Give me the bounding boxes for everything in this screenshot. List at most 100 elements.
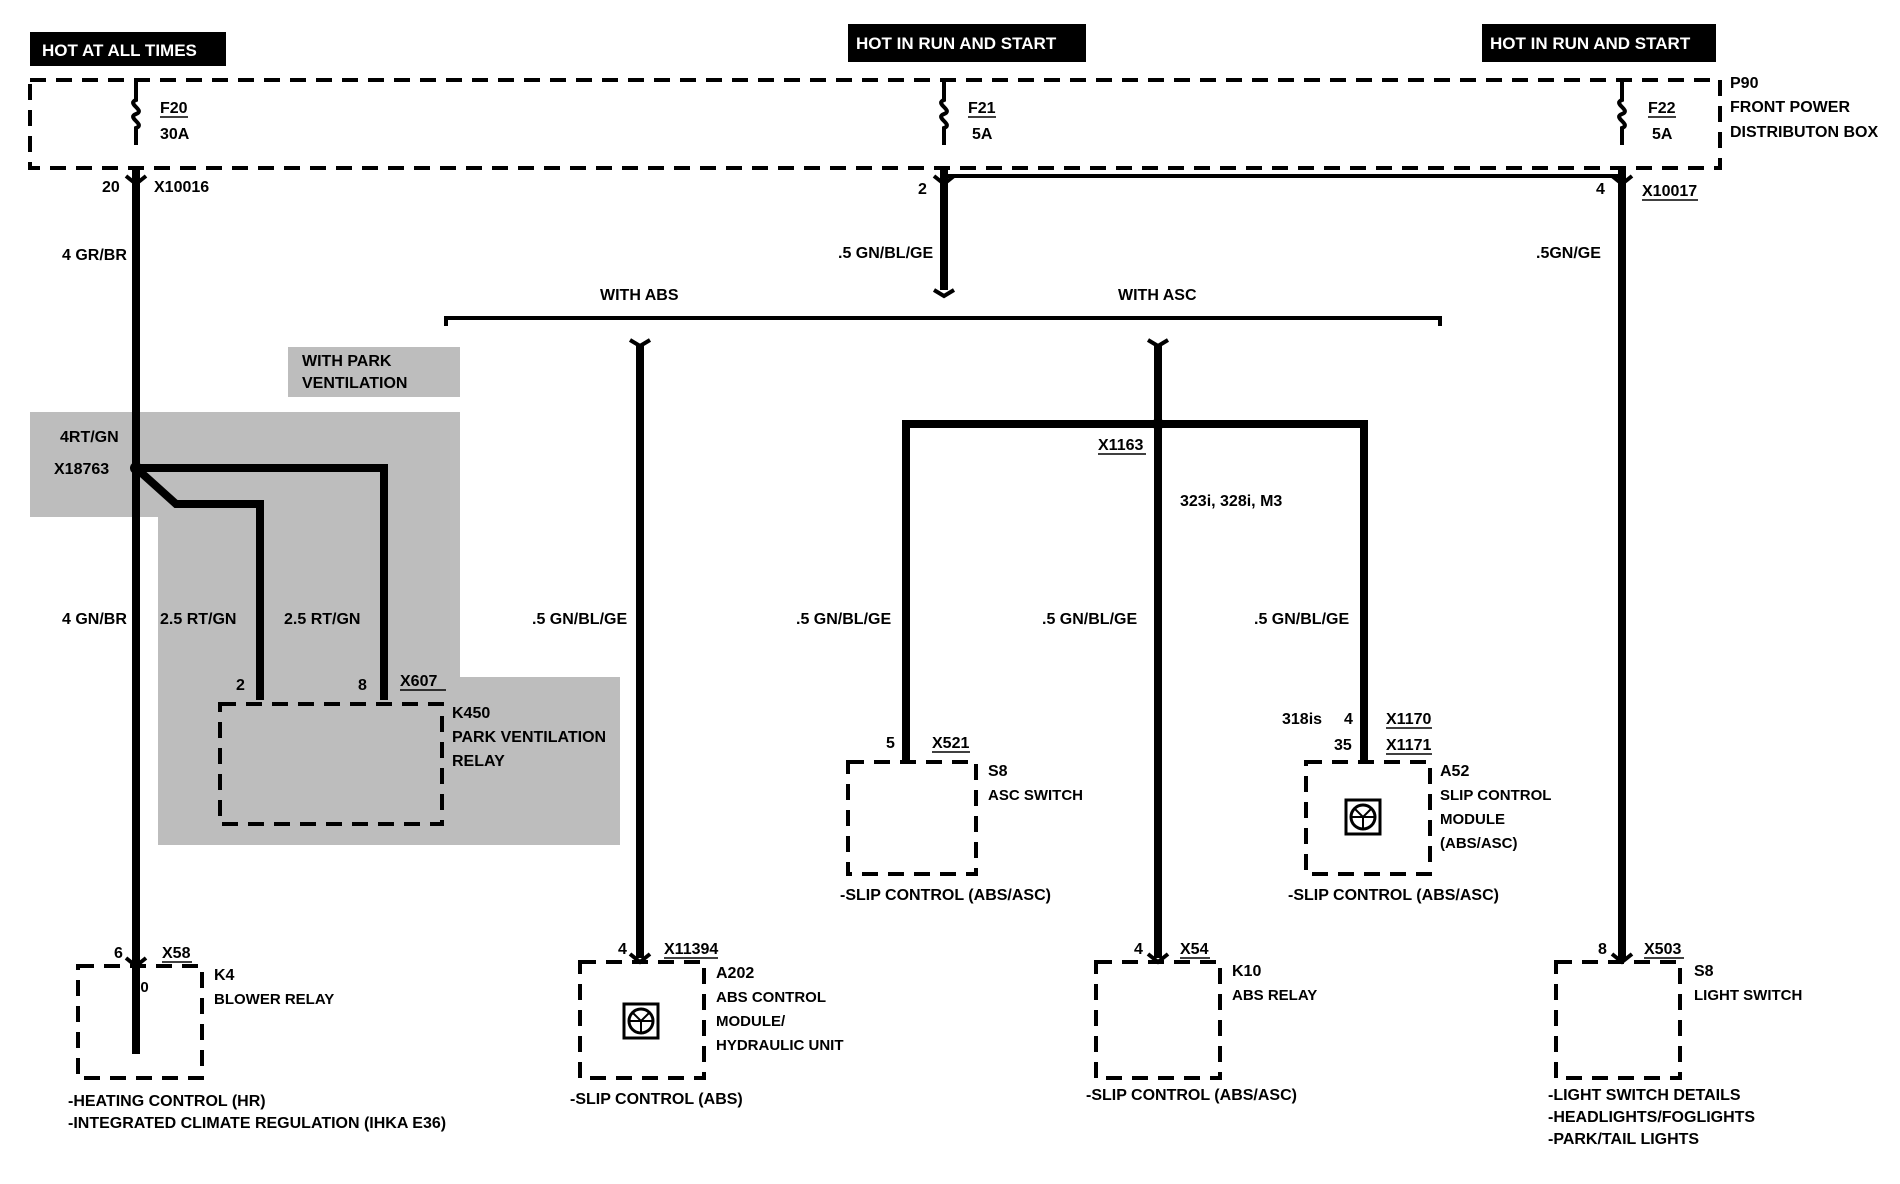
wire-label-abs: .5 GN/BL/GE — [532, 611, 627, 628]
fuse-f21-symbol — [939, 80, 949, 145]
hot-at-all-times-box — [30, 32, 226, 66]
fuse-f20-symbol — [131, 80, 141, 145]
s8-asc-id: S8 — [988, 763, 1008, 780]
wire-label-s8: .5 GN/BL/GE — [796, 611, 891, 628]
connector-chevron-f22 — [1610, 174, 1634, 187]
a52-line1: SLIP CONTROL — [1440, 787, 1551, 804]
light-switch-reference-3: -PARK/TAIL LIGHTS — [1548, 1131, 1699, 1148]
a202-module-box — [578, 960, 706, 1080]
wire-asc-to-a52 — [1158, 420, 1368, 760]
wire-label-f22: .5GN/GE — [1536, 245, 1601, 262]
f20-pin: 20 — [102, 179, 120, 196]
wire-label-2-5-rt-gn-a: 2.5 RT/GN — [160, 611, 236, 628]
a202-line1: ABS CONTROL — [716, 989, 826, 1006]
a52-line3: (ABS/ASC) — [1440, 835, 1518, 852]
a52-module-box — [1304, 760, 1432, 876]
fuse-f21-name: F21 — [968, 100, 996, 117]
f20-connector: X10016 — [154, 179, 209, 196]
s8-asc-line1: ASC SWITCH — [988, 787, 1083, 804]
wire-label-4rt-gn: 4RT/GN — [60, 429, 119, 446]
power-distribution-box — [28, 78, 1722, 170]
k10-line1: ABS RELAY — [1232, 987, 1317, 1004]
a202-line3: HYDRAULIC UNIT — [716, 1037, 844, 1054]
hot-run-start-label-2: HOT IN RUN AND START — [1490, 34, 1691, 53]
a52-pin-main: 35 — [1334, 737, 1352, 754]
f22-connector: X10017 — [1642, 183, 1697, 200]
a202-reference: -SLIP CONTROL (ABS) — [570, 1091, 743, 1108]
wire-label-2-5-rt-gn-b: 2.5 RT/GN — [284, 611, 360, 628]
k450-line2: RELAY — [452, 753, 505, 770]
a202-line2: MODULE/ — [716, 1013, 786, 1030]
a52-reference: -SLIP CONTROL (ABS/ASC) — [1288, 887, 1499, 904]
a52-id: A52 — [1440, 763, 1469, 780]
fuse-f22-rating: 5A — [1652, 126, 1673, 143]
option-bracket-tip — [932, 288, 956, 299]
asc-branch-tip — [1146, 338, 1170, 349]
s8-asc-switch-box — [846, 760, 978, 876]
s8-asc-reference: -SLIP CONTROL (ABS/ASC) — [840, 887, 1051, 904]
k450-relay-box — [218, 702, 444, 826]
wire-label-4-gr-br: 4 GR/BR — [62, 247, 127, 264]
wire-label-4-gn-br: 4 GN/BR — [62, 611, 127, 628]
f21-pin: 2 — [918, 181, 927, 198]
fuse-f21-rating: 5A — [972, 126, 993, 143]
a202-connector: X11394 — [664, 941, 718, 958]
park-vent-label-2: VENTILATION — [302, 375, 407, 392]
a202-id: A202 — [716, 965, 754, 982]
light-switch-id: S8 — [1694, 963, 1714, 980]
light-switch-pin: 8 — [1598, 941, 1607, 958]
k4-id: K4 — [214, 967, 235, 984]
power-box-line2: DISTRIBUTON BOX — [1730, 124, 1878, 141]
with-asc-label: WITH ASC — [1118, 287, 1197, 304]
s8-asc-connector: X521 — [932, 735, 969, 752]
models-label: 323i, 328i, M3 — [1180, 493, 1282, 510]
internal-bus-f21-f22 — [942, 174, 1622, 178]
f22-pin: 4 — [1596, 181, 1605, 198]
k4-reference-1: -HEATING CONTROL (HR) — [68, 1093, 266, 1110]
light-switch-box — [1554, 960, 1682, 1080]
k10-relay-box — [1094, 960, 1222, 1080]
k4-relay-box — [76, 964, 204, 1080]
k450-line1: PARK VENTILATION — [452, 729, 606, 746]
power-box-id: P90 — [1730, 75, 1759, 92]
park-ventilation-shade-lower — [158, 517, 460, 677]
k450-connector: X607 — [400, 673, 437, 690]
k450-pin-2: 2 — [236, 677, 245, 694]
connector-chevron-f20 — [124, 174, 148, 187]
wire-asc-to-s8 — [902, 420, 1158, 760]
s8-asc-pin: 5 — [886, 735, 895, 752]
k4-pin: 6 — [114, 945, 123, 962]
k4-inner-pin: 30 — [132, 979, 149, 996]
k10-connector: X54 — [1180, 941, 1209, 958]
splice-asc-label: X1163 — [1098, 437, 1143, 454]
fuse-f20-name: F20 — [160, 100, 188, 117]
a202-pin: 4 — [618, 941, 627, 958]
fuse-f20-rating: 30A — [160, 126, 190, 143]
with-abs-label: WITH ABS — [600, 287, 679, 304]
k10-pin: 4 — [1134, 941, 1143, 958]
wire-label-f21: .5 GN/BL/GE — [838, 245, 933, 262]
hot-run-start-box-2 — [1482, 24, 1716, 62]
park-vent-label-1: WITH PARK — [302, 353, 392, 370]
a52-pin-318: 4 — [1344, 711, 1353, 728]
a52-connector-x1170: X1170 — [1386, 711, 1431, 728]
power-box-line1: FRONT POWER — [1730, 99, 1850, 116]
k4-connector: X58 — [162, 945, 191, 962]
hot-at-all-times-label: HOT AT ALL TIMES — [42, 41, 197, 60]
hot-run-start-label-1: HOT IN RUN AND START — [856, 34, 1057, 53]
wire-label-a52: .5 GN/BL/GE — [1254, 611, 1349, 628]
connector-chevron-f21 — [932, 174, 956, 187]
park-ventilation-label-shade — [288, 347, 460, 397]
k450-pin-8: 8 — [358, 677, 367, 694]
k450-id: K450 — [452, 705, 490, 722]
splice-park-label: X18763 — [54, 461, 109, 478]
k4-line1: BLOWER RELAY — [214, 991, 334, 1008]
k10-id: K10 — [1232, 963, 1261, 980]
a202-ecu-icon — [622, 1002, 660, 1040]
fuse-f22-symbol — [1617, 80, 1627, 145]
hot-run-start-box-1 — [848, 24, 1086, 62]
a52-ecu-icon — [1344, 798, 1382, 836]
light-switch-connector: X503 — [1644, 941, 1681, 958]
light-switch-line1: LIGHT SWITCH — [1694, 987, 1802, 1004]
